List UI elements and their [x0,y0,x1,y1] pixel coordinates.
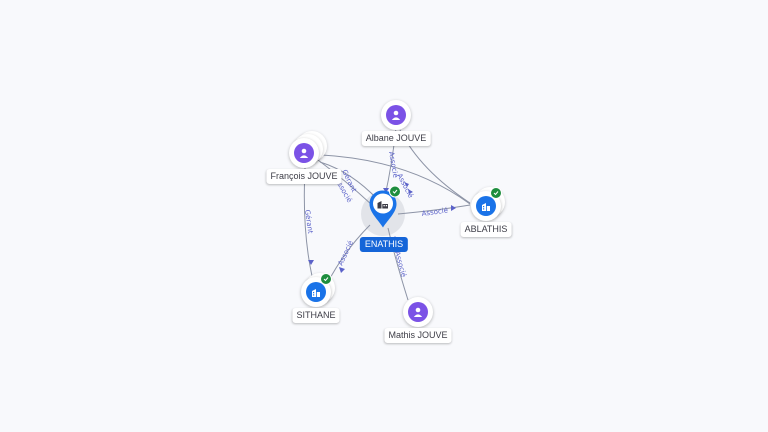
person-node-albane[interactable] [381,100,411,130]
person-icon [386,105,406,125]
verified-icon [490,187,502,199]
edge-label: Associé [421,206,448,218]
person-icon [294,143,314,163]
company-node-sithane[interactable] [301,273,332,307]
building-icon [306,282,326,302]
arrowhead [383,188,389,193]
edge-label: Associé [337,239,355,266]
arrowhead [404,182,409,187]
person-node-mathis[interactable] [403,297,433,327]
node-label-francois[interactable]: François JOUVE [266,169,342,184]
verified-icon [389,185,401,198]
node-label-albane[interactable]: Albane JOUVE [361,131,431,146]
center-node-label[interactable]: ENATHIS [359,237,409,252]
person-icon [408,302,428,322]
arrowhead [339,267,345,273]
edge-enathis-ablathis [397,204,471,215]
arrowhead [451,205,456,211]
arrowhead [408,189,413,194]
node-label-sithane[interactable]: SITHANE [292,308,340,323]
node-label-mathis[interactable]: Mathis JOUVE [384,328,452,343]
arrowhead [308,260,314,265]
edge-mathis-enathis [387,227,409,301]
verified-icon [320,273,332,285]
location-pin-icon [369,190,397,228]
company-node-ablathis[interactable] [471,187,502,221]
edge-label: Gérant [303,209,314,234]
center-node-enathis[interactable] [368,185,401,235]
edge-francois-ablathis [321,154,471,205]
edge-label: Associé [393,250,408,278]
person-node-francois[interactable] [289,138,319,168]
edge-francois-enathis-1 [317,159,373,206]
node-label-ablathis[interactable]: ABLATHIS [460,222,512,237]
building-icon [476,196,496,216]
